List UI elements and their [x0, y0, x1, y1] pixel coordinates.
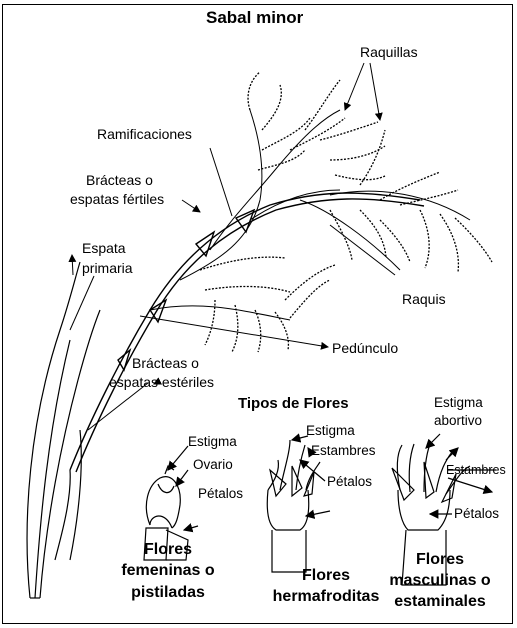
herm-flower-name-2: hermafroditas	[256, 587, 396, 606]
label-bracteas-fertiles-2: espatas fértiles	[70, 191, 164, 207]
label-male-estigma-1: Estigma	[434, 395, 483, 411]
label-herm-estambres: Estambres	[311, 443, 376, 459]
primary-spathe	[27, 262, 100, 598]
label-male-petalos: Pétalos	[454, 506, 499, 522]
label-bracteas-esteriles-2: espatas estériles	[109, 374, 214, 390]
label-ramificaciones: Ramificaciones	[97, 126, 192, 142]
label-herm-petalos: Pétalos	[327, 474, 372, 490]
female-flower-name-1: Flores	[118, 540, 218, 559]
rachillae	[200, 72, 492, 352]
female-flower-name-2: femeninas o	[118, 561, 218, 580]
label-female-ovario: Ovario	[193, 457, 233, 473]
label-bracteas-esteriles-1: Brácteas o	[132, 355, 199, 371]
label-female-petalos: Pétalos	[198, 486, 243, 502]
diagram-title: Sabal minor	[206, 10, 303, 26]
label-raquillas: Raquillas	[360, 44, 418, 60]
label-espata-primaria-2: primaria	[82, 260, 133, 276]
label-espata-primaria-1: Espata	[82, 240, 126, 256]
label-herm-estigma: Estigma	[306, 423, 355, 439]
male-flower-name-3: estaminales	[380, 592, 500, 611]
peduncle-stalk	[70, 193, 424, 472]
label-female-estigma: Estigma	[188, 434, 237, 450]
label-bracteas-fertiles-1: Brácteas o	[86, 172, 153, 188]
female-flower-name-3: pistiladas	[118, 583, 218, 602]
label-raquis: Raquis	[402, 291, 446, 307]
label-male-estambres: Estambres	[446, 462, 506, 478]
male-flower-name-2: masculinas o	[380, 571, 500, 590]
male-flower-name-1: Flores	[380, 550, 500, 569]
flower-types-heading: Tipos de Flores	[238, 396, 349, 412]
label-male-estigma-2: abortivo	[434, 413, 482, 429]
herm-flower-name-1: Flores	[256, 566, 396, 585]
label-pedunculo: Pedúnculo	[332, 340, 398, 356]
